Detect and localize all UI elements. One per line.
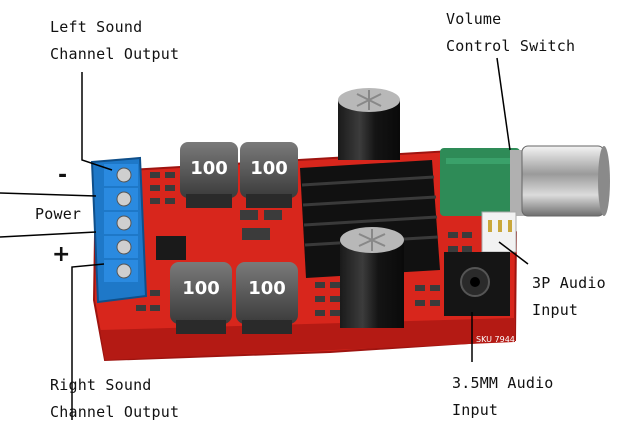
capacitor-top — [338, 88, 400, 160]
inductor-bottom-right: 100 — [236, 262, 298, 334]
label-line: Input — [532, 301, 579, 319]
amp-chip — [156, 236, 186, 260]
label-line: Channel Output — [50, 45, 180, 63]
inductor-top-right: 100 — [240, 142, 298, 208]
inductor-marking: 100 — [190, 158, 228, 179]
35mm-audio-label: 3.5MM Audio Input — [452, 370, 554, 424]
3p-leader — [498, 241, 529, 265]
inductor-marking: 100 — [248, 278, 286, 299]
right-output-label: Right Sound Channel Output — [50, 372, 179, 426]
right-output-leader — [71, 263, 105, 420]
power-label: Power — [35, 205, 82, 223]
power-line-1 — [0, 192, 97, 197]
plus-sign: + — [52, 242, 71, 267]
screw-terminal — [90, 156, 148, 304]
heatsink — [300, 160, 440, 278]
power-line-2 — [0, 231, 97, 238]
minus-sign: - — [58, 163, 68, 188]
inductor-bottom-left: 100 — [170, 262, 232, 334]
smd-components — [136, 172, 472, 316]
left-output-leader — [81, 72, 113, 171]
label-line: 3.5MM Audio — [452, 374, 554, 392]
inductor-top-left: 100 — [180, 142, 238, 208]
leader-lines — [0, 57, 529, 420]
label-line: Channel Output — [50, 403, 180, 421]
3p-connector — [481, 211, 517, 253]
inductor-marking: 100 — [250, 158, 288, 179]
3p-audio-label: 3P Audio Input — [532, 270, 606, 324]
left-output-label: Left Sound Channel Output — [50, 14, 179, 68]
label-line: Left Sound — [50, 18, 143, 36]
volume-label: Volume Control Switch — [446, 6, 575, 60]
label-line: Right Sound — [50, 376, 152, 394]
capacitor-bottom — [340, 227, 404, 328]
inductor-marking: 100 — [182, 278, 220, 299]
volume-leader — [496, 57, 511, 151]
label-line: Input — [452, 401, 499, 419]
label-line: Control Switch — [446, 37, 576, 55]
label-line: 3P Audio — [532, 274, 606, 292]
label-line: Volume — [446, 10, 502, 28]
volume-knob — [440, 145, 610, 217]
pcb-marking: SKU 7944 — [476, 335, 515, 344]
audio-jack — [444, 252, 510, 316]
